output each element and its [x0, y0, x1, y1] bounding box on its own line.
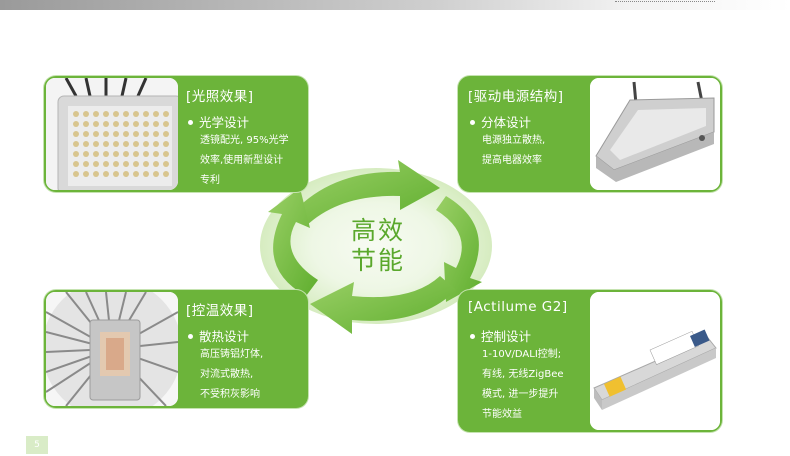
cycle-arrow-left: [268, 188, 318, 296]
cycle-arrow-right: [436, 196, 482, 302]
card-body-line: 提高电器效率: [482, 155, 542, 166]
top-dotted-rule: [615, 1, 715, 2]
card-bullet-label: 光学设计: [199, 115, 250, 130]
center-slogan-line2: 节能: [350, 246, 405, 275]
card-body-line: 不受积灰影响: [200, 389, 260, 400]
card-lighting-effect: [光照效果] 光学设计 透镜配光, 95%光学 效率,使用新型设计 专利: [44, 76, 308, 192]
card-body-line: 有线, 无线ZigBee: [482, 369, 564, 380]
bullet-dot-icon: [188, 334, 193, 339]
card-body-line: 节能效益: [482, 409, 522, 420]
center-slogan: 高效 节能: [338, 216, 418, 276]
card-title: [驱动电源结构]: [468, 89, 564, 105]
driver-housing-image: [590, 78, 720, 190]
card-title: [光照效果]: [186, 89, 254, 105]
card-title: [Actilume G2]: [468, 299, 568, 315]
center-slogan-line1: 高效: [350, 216, 405, 245]
card-bullet-label: 散热设计: [199, 329, 250, 344]
bullet-dot-icon: [470, 120, 475, 125]
card-body: 电源独立散热, 提高电器效率: [482, 131, 545, 171]
card-title: [控温效果]: [186, 303, 254, 319]
bullet-dot-icon: [470, 334, 475, 339]
top-decorative-band: [0, 0, 790, 10]
card-body: 透镜配光, 95%光学 效率,使用新型设计 专利: [200, 131, 289, 191]
card-bullet: 散热设计: [188, 326, 249, 345]
heat-sink-fins-photo: [46, 292, 178, 406]
card-body-line: 专利: [200, 175, 220, 186]
card-body-line: 透镜配光, 95%光学: [200, 135, 289, 146]
card-body-line: 效率,使用新型设计: [200, 155, 284, 166]
separate-driver-housing-photo: [590, 78, 720, 190]
led-luminaire-image: [46, 78, 178, 190]
heat-sink-image: [46, 292, 178, 406]
card-bullet: 分体设计: [470, 112, 531, 131]
card-body-line: 1-10V/DALI控制;: [482, 349, 562, 360]
cycle-arrow-bottom: [310, 276, 456, 334]
card-body-line: 对流式散热,: [200, 369, 254, 380]
card-body-line: 高压铸铝灯体,: [200, 349, 264, 360]
card-driver-structure: [驱动电源结构] 分体设计 电源独立散热, 提高电器效率: [458, 76, 722, 192]
card-actilume-g2: [Actilume G2] 控制设计 1-10V/DALI控制; 有线, 无线Z…: [458, 290, 722, 432]
card-bullet: 控制设计: [470, 326, 531, 345]
bullet-dot-icon: [188, 120, 193, 125]
card-body: 高压铸铝灯体, 对流式散热, 不受积灰影响: [200, 345, 263, 405]
page-number: 5: [26, 436, 48, 454]
led-driver-module-photo: [590, 292, 720, 430]
card-bullet-label: 控制设计: [481, 329, 532, 344]
led-array-luminaire-photo: [46, 78, 178, 190]
card-bullet: 光学设计: [188, 112, 249, 131]
card-bullet-label: 分体设计: [481, 115, 532, 130]
driver-module-image: [590, 292, 720, 430]
card-body-line: 电源独立散热,: [482, 135, 546, 146]
card-body: 1-10V/DALI控制; 有线, 无线ZigBee 模式, 进一步提升 节能效…: [482, 345, 564, 425]
card-body-line: 模式, 进一步提升: [482, 389, 559, 400]
card-thermal-control: [控温效果] 散热设计 高压铸铝灯体, 对流式散热, 不受积灰影响: [44, 290, 308, 408]
